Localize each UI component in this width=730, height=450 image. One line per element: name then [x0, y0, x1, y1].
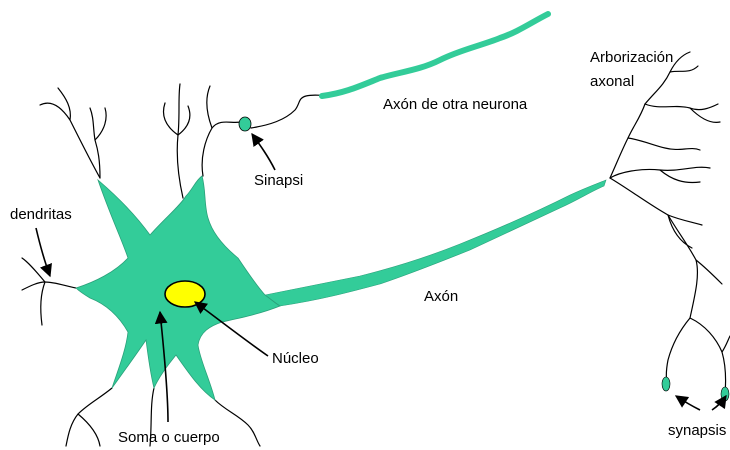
nucleo-label: Núcleo	[272, 350, 319, 368]
axon-label: Axón	[424, 288, 458, 306]
sinapsi-arrow	[252, 134, 275, 170]
synapsis-arrow-right	[712, 396, 726, 410]
arborizacion-label: Arborización	[590, 49, 673, 67]
synapsis-arrow-left	[676, 396, 700, 410]
other-neuron-axon	[322, 14, 548, 96]
other-neuron-axon-label: Axón de otra neurona	[383, 96, 527, 114]
synapsis-label: synapsis	[668, 422, 726, 440]
nucleus	[165, 281, 205, 307]
sinapsi-label: Sinapsi	[254, 172, 303, 190]
terminal-knob	[721, 387, 729, 401]
dendritas-arrow	[36, 228, 50, 276]
soma-label: Soma o cuerpo	[118, 429, 220, 447]
axonal-label: axonal	[590, 73, 634, 91]
terminal-knob	[662, 377, 670, 391]
dendritas-label: dendritas	[10, 206, 72, 224]
synapse-knob	[239, 117, 251, 131]
